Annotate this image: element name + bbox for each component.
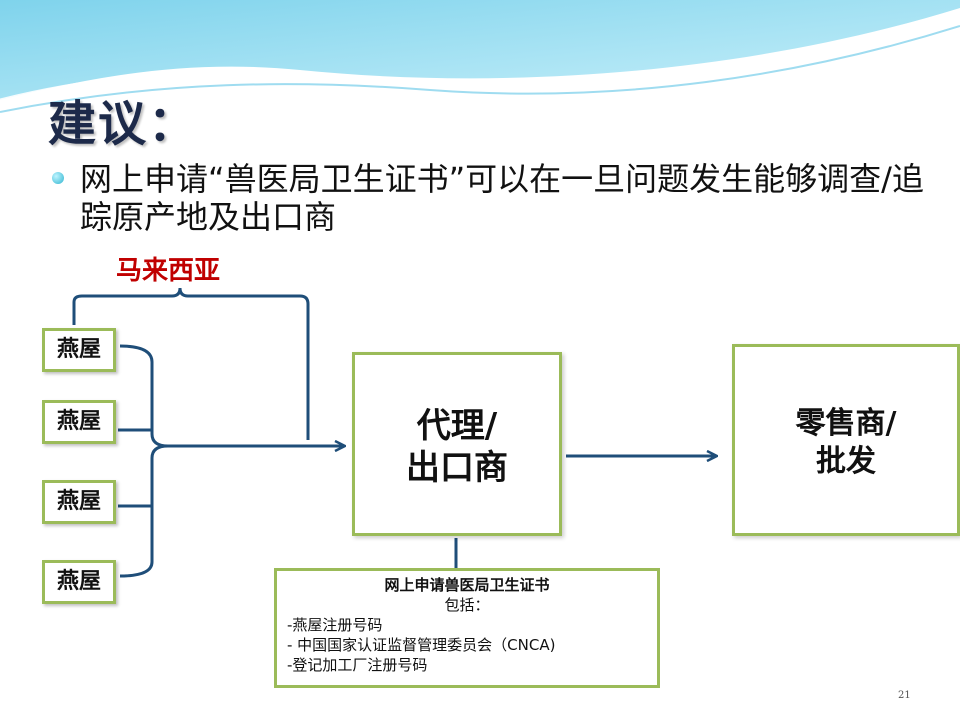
bird-house-box: 燕屋: [42, 328, 116, 372]
agent-exporter-box: 代理/ 出口商: [352, 352, 562, 536]
header-wave-decoration: [0, 0, 960, 113]
certificate-subtitle: 包括：: [444, 596, 490, 614]
bird-house-box: 燕屋: [42, 400, 116, 444]
page-number: 21: [898, 690, 911, 701]
certificate-box: 网上申请兽医局卫生证书 包括： -燕屋注册号码 - 中国国家认证监督管理委员会（…: [274, 568, 660, 688]
bird-house-box: 燕屋: [42, 480, 116, 524]
certificate-title: 网上申请兽医局卫生证书: [384, 576, 550, 594]
region-label: 马来西亚: [108, 255, 312, 287]
certificate-item: -燕屋注册号码: [287, 616, 383, 634]
agent-label-line2: 出口商: [406, 448, 508, 488]
bullet-icon: [52, 172, 64, 184]
bullet-text: 网上申请“兽医局卫生证书”可以在一旦问题发生能够调查/追踪原产地及出口商: [80, 160, 924, 236]
retail-wholesale-box: 零售商/ 批发: [732, 344, 960, 536]
houses-brace: [119, 344, 169, 578]
slide-title: 建议：: [48, 96, 199, 152]
region-bracket: [72, 287, 310, 440]
retail-label-line1: 零售商/: [795, 406, 897, 441]
retail-label-line2: 批发: [816, 444, 876, 479]
certificate-item: - 中国国家认证监督管理委员会（CNCA): [287, 636, 556, 654]
agent-label-line1: 代理/: [416, 406, 498, 446]
certificate-item: -登记加工厂注册号码: [287, 656, 428, 674]
bird-house-box: 燕屋: [42, 560, 116, 604]
